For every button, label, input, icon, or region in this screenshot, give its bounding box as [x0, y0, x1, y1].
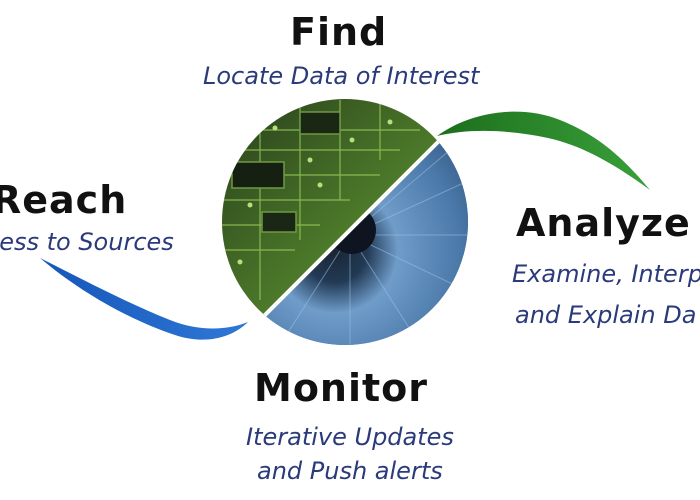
reach-heading: Reach: [0, 178, 128, 222]
monitor-heading: Monitor: [254, 366, 429, 410]
circuit-eye-icon: [222, 99, 468, 345]
green-arc: [437, 111, 650, 190]
analyze-heading: Analyze: [516, 201, 691, 245]
monitor-subtitle-line1: Iterative Updates: [246, 423, 454, 451]
blue-arc: [40, 258, 248, 340]
analyze-subtitle-line2: and Explain Da: [515, 301, 697, 329]
find-subtitle: Locate Data of Interest: [203, 62, 480, 90]
monitor-subtitle-line2: and Push alerts: [257, 457, 443, 485]
analyze-subtitle-line1: Examine, Interp: [512, 260, 700, 288]
reach-subtitle: cess to Sources: [0, 228, 174, 256]
find-heading: Find: [290, 10, 388, 54]
